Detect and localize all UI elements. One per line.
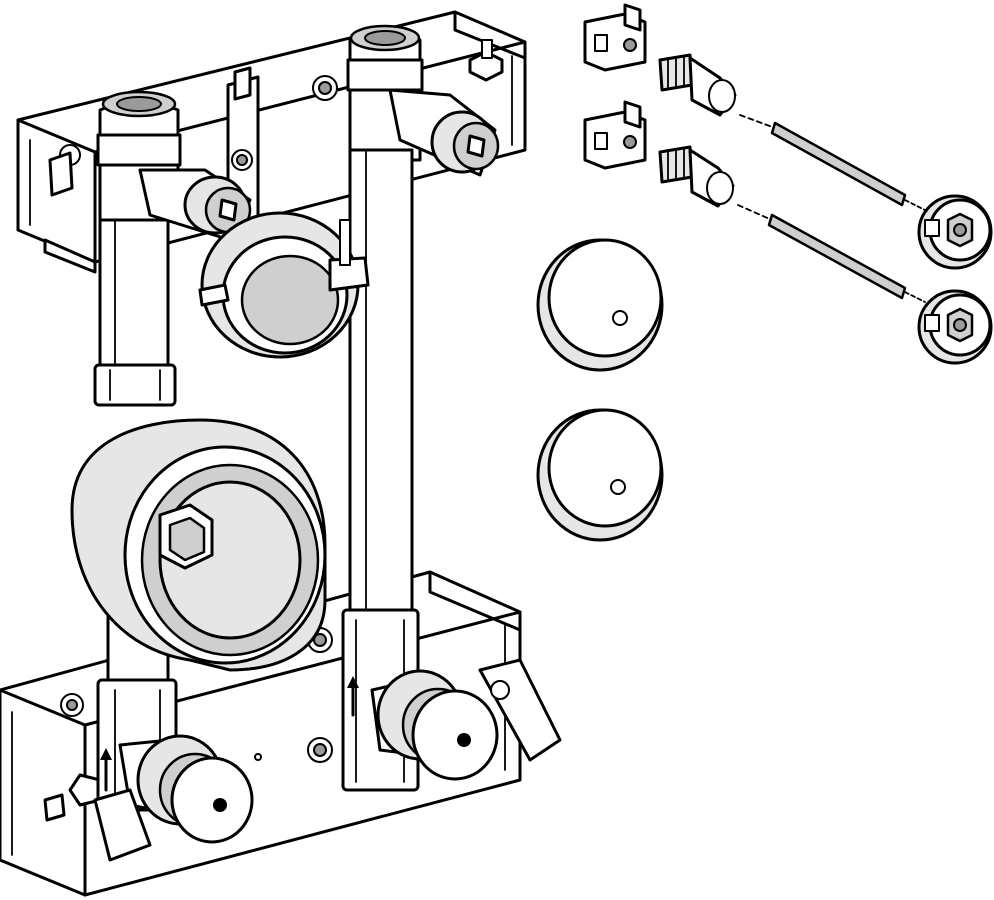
threaded-rod-lower: [737, 204, 926, 303]
protective-cap-upper: [536, 238, 664, 372]
drain-sleeve: [70, 418, 327, 672]
frame-bolt: [468, 39, 504, 82]
flange-nut-lower: [917, 289, 993, 365]
push-fit-connector-lower-right: [370, 658, 562, 781]
wall-bracket-upper: [583, 3, 647, 72]
threaded-rod-upper: [739, 114, 926, 211]
pipe-clip-ring: [198, 211, 370, 359]
wall-plug-lower: [658, 145, 735, 208]
protective-cap-lower: [536, 408, 664, 542]
wall-plug-upper: [658, 53, 737, 117]
flow-direction-arrows: [100, 676, 359, 792]
flange-nut-upper: [917, 194, 993, 270]
push-fit-connector-lower-left: [93, 734, 254, 862]
push-fit-connector-upper-right: [388, 88, 500, 177]
wall-bracket-lower: [583, 100, 647, 170]
push-fit-connector-upper-left: [138, 168, 252, 242]
